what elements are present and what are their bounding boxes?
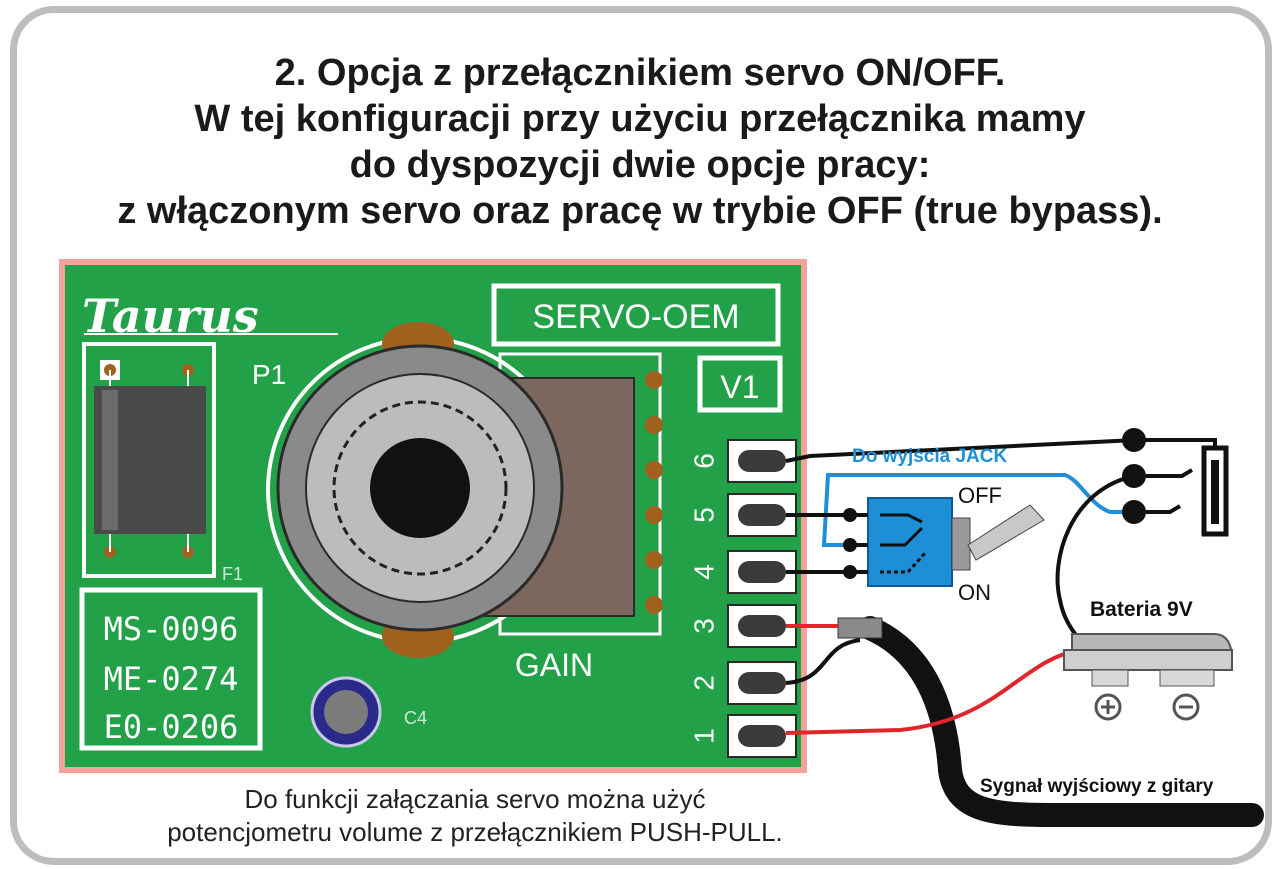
title-line-2: W tej konfiguracji przy użyciu przełączn… bbox=[194, 98, 1086, 140]
pin-hole-4 bbox=[738, 561, 786, 583]
pot-dashed-ring bbox=[332, 400, 508, 576]
switch-contact bbox=[880, 550, 928, 574]
wire-battery-jack bbox=[1055, 474, 1135, 646]
pot-pin bbox=[645, 461, 663, 479]
pin-number-1: 1 bbox=[688, 728, 719, 744]
caption-line-2: potencjometru volume z przełącznikiem PU… bbox=[167, 817, 783, 847]
pin-number-5: 5 bbox=[688, 507, 719, 523]
title-line-3: do dyspozycji dwie opcje pracy: bbox=[349, 144, 931, 186]
model-label: SERVO-OEM bbox=[532, 298, 739, 336]
version-label: V1 bbox=[720, 369, 759, 405]
wire-jack-blue bbox=[846, 473, 1132, 514]
wire-pin1-red bbox=[785, 648, 1081, 735]
jack-terminal bbox=[1122, 428, 1146, 452]
page-title: 2. Opcja z przełącznikiem servo ON/OFF. … bbox=[30, 50, 1250, 234]
switch-on-label: ON bbox=[958, 580, 991, 605]
battery-terminal bbox=[1159, 669, 1215, 687]
pin-hole-1 bbox=[738, 725, 786, 747]
gain-label: GAIN bbox=[515, 647, 593, 683]
pin-hole-2 bbox=[738, 672, 786, 694]
pot-pin bbox=[645, 551, 663, 569]
pot-pin bbox=[645, 506, 663, 524]
jack-contact bbox=[1146, 504, 1182, 514]
switch-bushing bbox=[951, 517, 971, 571]
switch-contact bbox=[880, 513, 923, 524]
battery-terminal bbox=[1091, 669, 1129, 687]
codes-box bbox=[79, 587, 263, 751]
caption-line-1: Do funkcji załączania servo można użyć bbox=[244, 784, 706, 814]
fuse-label: F1 bbox=[222, 564, 243, 584]
wire-pin2 bbox=[785, 638, 861, 685]
battery-base bbox=[1063, 649, 1233, 671]
wire-jack-switch-a bbox=[821, 473, 850, 547]
capacitor-body bbox=[324, 690, 368, 734]
pin-hole-3 bbox=[738, 615, 786, 637]
jack-output-label: Do wyjścia JACK bbox=[852, 446, 1007, 467]
pot-pin bbox=[645, 416, 663, 434]
pot-pin bbox=[645, 371, 663, 389]
model-box bbox=[491, 283, 781, 347]
pin-number-3: 3 bbox=[688, 618, 719, 634]
pin-hole-6 bbox=[738, 450, 786, 472]
connector-pins: 6 5 4 3 2 1 bbox=[688, 439, 797, 758]
title-line-4: z włączonym servo oraz pracę w trybie OF… bbox=[117, 190, 1163, 232]
jack-terminal bbox=[1122, 464, 1146, 488]
capacitor-label: C4 bbox=[404, 708, 427, 728]
cable-sleeve bbox=[837, 617, 883, 639]
pin-number-6: 6 bbox=[688, 453, 719, 469]
battery-label: Bateria 9V bbox=[1090, 598, 1193, 621]
signal-label: Sygnał wyjściowy z gitary bbox=[980, 776, 1214, 797]
version-box bbox=[697, 355, 783, 413]
jack-terminal bbox=[1122, 500, 1146, 524]
pot-label: P1 bbox=[252, 359, 286, 390]
pin-number-4: 4 bbox=[688, 564, 719, 580]
code-line-1: MS-0096 bbox=[104, 610, 239, 648]
code-line-3: E0-0206 bbox=[104, 708, 239, 746]
switch-off-label: OFF bbox=[958, 483, 1002, 508]
pot-pin bbox=[645, 596, 663, 614]
guitar-cable bbox=[858, 616, 1264, 827]
code-line-2: ME-0274 bbox=[104, 660, 239, 698]
pot-shaft bbox=[370, 438, 470, 538]
fuse-outline bbox=[82, 342, 216, 578]
pin-hole-5 bbox=[738, 504, 786, 526]
switch-lever bbox=[967, 504, 1045, 561]
pin-number-2: 2 bbox=[688, 675, 719, 691]
jack-contact bbox=[1146, 468, 1194, 478]
fuse-highlight bbox=[102, 390, 118, 530]
caption: Do funkcji załączania servo można użyć p… bbox=[40, 783, 910, 849]
title-line-1: 2. Opcja z przełącznikiem servo ON/OFF. bbox=[274, 52, 1006, 94]
switch-contact bbox=[880, 526, 924, 547]
jack-socket-core bbox=[1211, 460, 1219, 524]
